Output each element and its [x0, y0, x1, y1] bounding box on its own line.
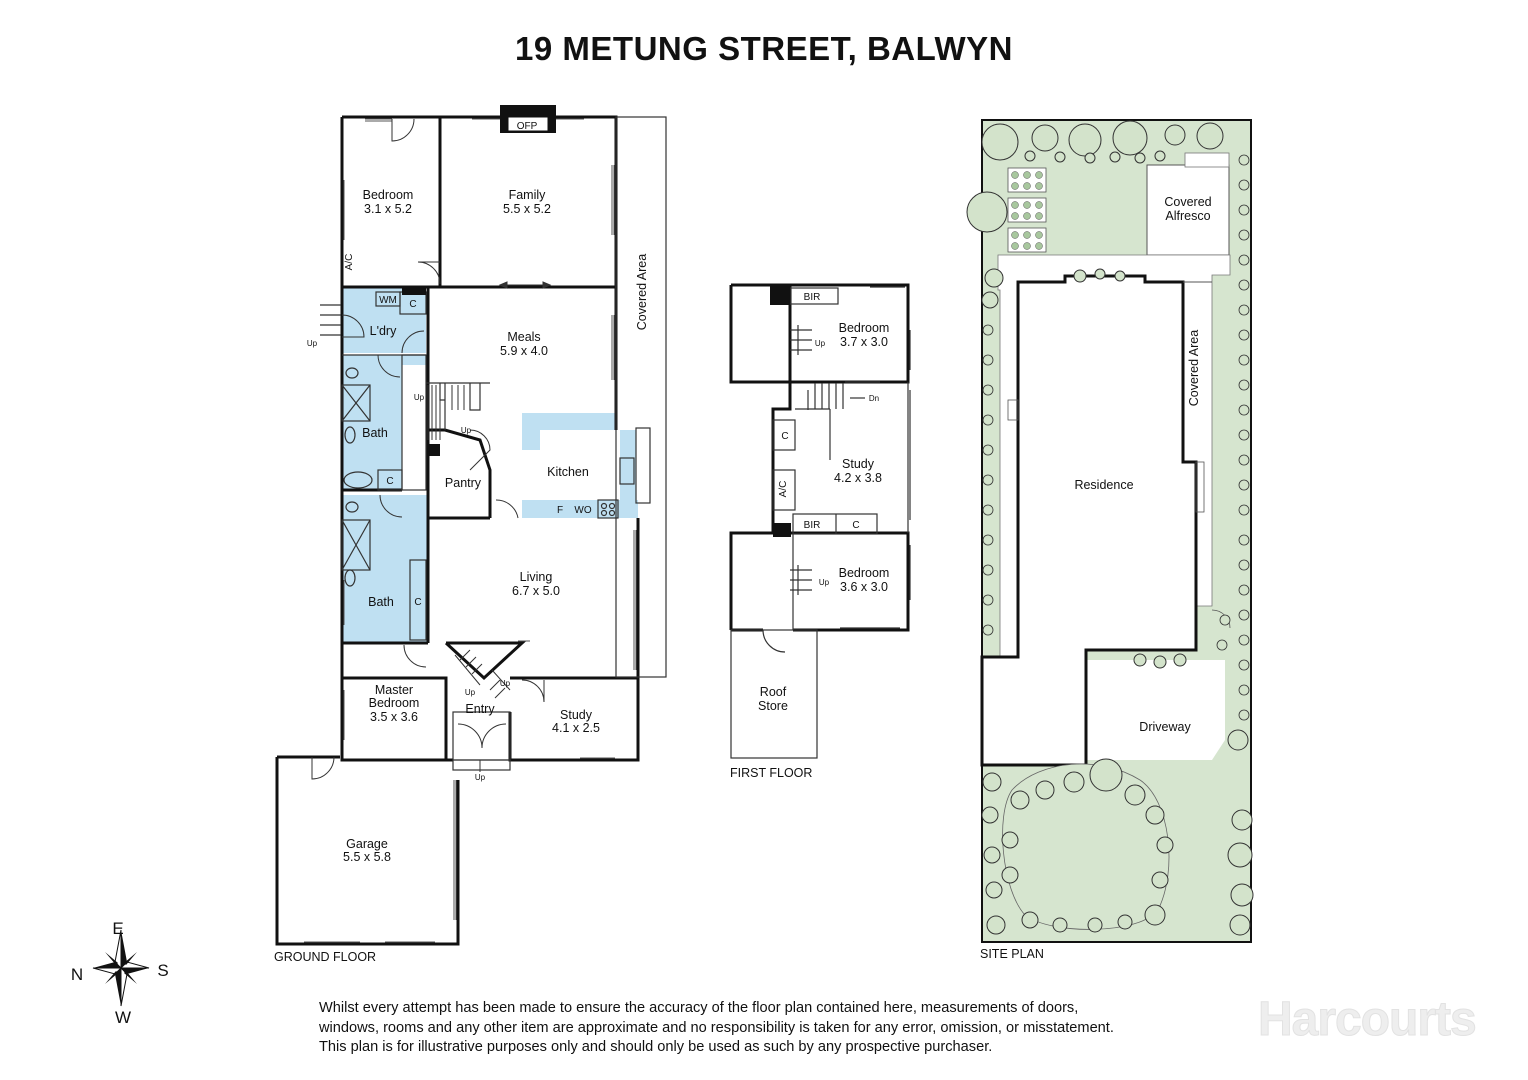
disclaimer-line-1: Whilst every attempt has been made to en…: [319, 1000, 1079, 1016]
fixture-up-porch: Up: [475, 773, 486, 782]
ground-arrows: [479, 281, 552, 772]
room-name-family: Family: [509, 188, 547, 202]
compass-w: W: [115, 1008, 131, 1027]
ground-walls: [275, 115, 640, 946]
fixture-dn-first: Dn: [869, 394, 879, 403]
fixture-up-stair1: Up: [414, 393, 425, 402]
fixture-cupboard-first2: C: [852, 520, 859, 531]
section-label-site: SITE PLAN: [980, 947, 1044, 961]
lawn-area: [1002, 763, 1170, 930]
vegetable-dots: [1011, 171, 1043, 250]
room-name-roofstore-1: Roof: [760, 685, 787, 699]
room-name-bedroom1: Bedroom: [363, 188, 414, 202]
fixture-up-first2: Up: [819, 578, 830, 587]
compass-s: S: [157, 961, 168, 980]
disclaimer-line-3: This plan is for illustrative purposes o…: [319, 1039, 993, 1055]
room-dims-bedroom1: 3.1 x 5.2: [364, 202, 412, 216]
compass-e: E: [112, 919, 123, 938]
room-name-master-2: Bedroom: [369, 696, 420, 710]
ground-thin-lines: [320, 116, 809, 771]
fixture-bir-first2: BIR: [804, 520, 821, 531]
room-name-study-first: Study: [842, 457, 875, 471]
site-label-residence: Residence: [1074, 478, 1133, 492]
room-name-study-ground: Study: [560, 708, 593, 722]
first-walls: [729, 283, 910, 632]
room-name-bedroom-first2: Bedroom: [839, 566, 890, 580]
ground-stairs: [427, 385, 511, 699]
fixture-up-entry-left: Up: [465, 688, 476, 697]
room-dims-meals: 5.9 x 4.0: [500, 344, 548, 358]
fixture-cupboard-bath1: C: [386, 476, 393, 487]
room-dims-family: 5.5 x 5.2: [503, 202, 551, 216]
room-dims-master: 3.5 x 3.6: [370, 710, 418, 724]
site-label-driveway: Driveway: [1139, 720, 1191, 734]
garden-beds: [1007, 167, 1047, 253]
room-name-master-1: Master: [375, 683, 413, 697]
room-name-meals: Meals: [507, 330, 540, 344]
ground-floor-plan: Bedroom 3.1 x 5.2 Family 5.5 x 5.2 Meals…: [274, 105, 809, 964]
room-name-bath2: Bath: [368, 595, 394, 609]
room-dims-bedroom-first2: 3.6 x 3.0: [840, 580, 888, 594]
fixture-up-laundry: Up: [307, 339, 318, 348]
first-floor-plan: BIR BIR C C A/C Up Up Dn Bedroom 3.7 x 3…: [729, 283, 911, 780]
site-label-alfresco-1: Covered: [1164, 195, 1211, 209]
hedge-right: [1216, 154, 1250, 721]
fixture-up-stair2: Up: [461, 426, 472, 435]
room-name-kitchen: Kitchen: [547, 465, 589, 479]
section-label-ground: GROUND FLOOR: [274, 950, 376, 964]
room-name-pantry: Pantry: [445, 476, 482, 490]
compass-rose: [92, 929, 150, 1007]
room-name-bedroom-first1: Bedroom: [839, 321, 890, 335]
disclaimer: Whilst every attempt has been made to en…: [319, 999, 1239, 1058]
room-name-bath1: Bath: [362, 426, 388, 440]
room-name-roofstore-2: Store: [758, 699, 788, 713]
fixture-wall-oven: WO: [574, 505, 591, 516]
fixture-cupboard-bath2: C: [414, 597, 421, 608]
room-dims-garage: 5.5 x 5.8: [343, 850, 391, 864]
first-thin-lines: [730, 286, 911, 759]
fixture-ac-first: A/C: [778, 481, 789, 498]
hedge-left: [982, 324, 994, 636]
site-label-covered-area: Covered Area: [1187, 330, 1201, 406]
room-name-entry: Entry: [465, 702, 495, 716]
room-dims-living: 6.7 x 5.0: [512, 584, 560, 598]
site-plan: Covered Alfresco Residence Driveway Cove…: [966, 119, 1254, 961]
room-dims-bedroom-first1: 3.7 x 3.0: [840, 335, 888, 349]
ground-doors: [311, 118, 545, 780]
room-name-laundry: L'dry: [370, 324, 397, 338]
compass-n: N: [71, 965, 83, 984]
room-name-living: Living: [520, 570, 553, 584]
room-dims-study-ground: 4.1 x 2.5: [552, 721, 600, 735]
fixture-ofp: OFP: [517, 121, 538, 132]
room-name-covered-ground: Covered Area: [635, 254, 649, 330]
fixture-cupboard-first1: C: [781, 431, 788, 442]
fixture-bir-first1: BIR: [804, 292, 821, 303]
site-label-alfresco-2: Alfresco: [1165, 209, 1210, 223]
fixture-up-entry-right: Up: [500, 679, 511, 688]
section-label-first: FIRST FLOOR: [730, 766, 812, 780]
fixture-up-first1: Up: [815, 339, 826, 348]
trees: [966, 120, 1254, 936]
fixture-wm: WM: [379, 295, 397, 306]
room-dims-study-first: 4.2 x 3.8: [834, 471, 882, 485]
room-name-garage: Garage: [346, 837, 388, 851]
fixture-cupboard-laundry: C: [409, 299, 416, 310]
harcourts-logo-watermark: Harcourts: [1258, 993, 1478, 1047]
fixture-ac-ground: A/C: [344, 254, 355, 271]
disclaimer-line-2: windows, rooms and any other item are ap…: [319, 1019, 1114, 1036]
fixture-fridge: F: [557, 505, 563, 516]
plan-title: 19 METUNG STREET, BALWYN: [515, 30, 1013, 67]
